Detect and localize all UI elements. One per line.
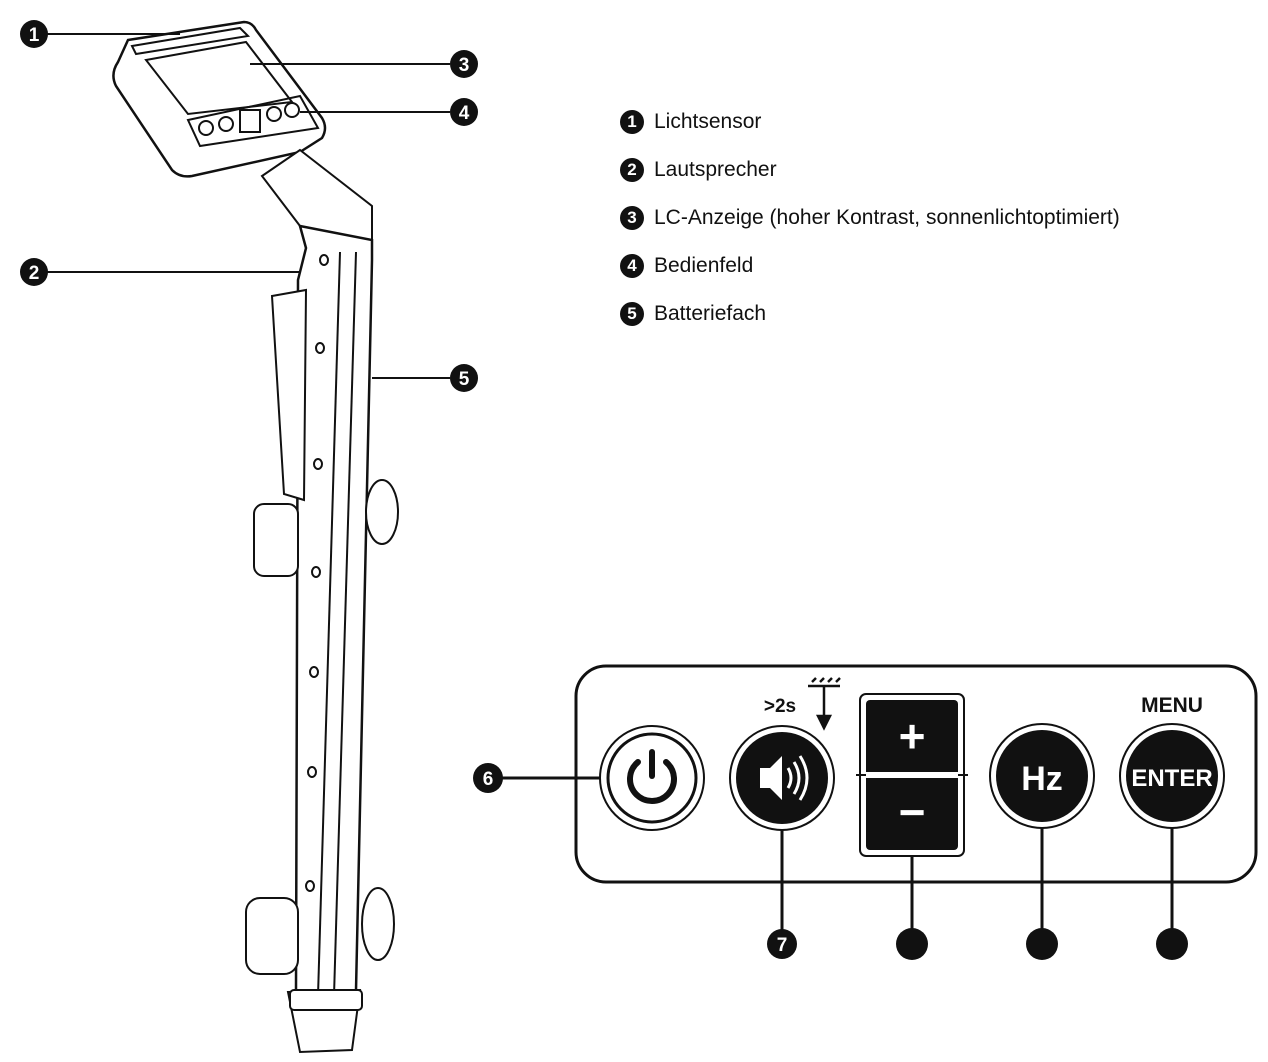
control-panel: >2s + − Hz MENU ENTER — [574, 664, 1258, 884]
callout-7: 7 — [767, 929, 797, 959]
svg-text:7: 7 — [777, 935, 788, 956]
legend-label: Bedienfeld — [654, 254, 754, 277]
callout-2: 2 — [20, 258, 48, 286]
legend-number: 1 — [620, 110, 644, 134]
leader-lines — [46, 33, 450, 379]
svg-text:3: 3 — [459, 55, 470, 76]
callout-1: 1 — [20, 20, 48, 48]
legend: 1 Lichtsensor 2 Lautsprecher 3 LC-Anzeig… — [620, 98, 1120, 338]
plus-button[interactable]: + — [899, 710, 926, 762]
legend-item: 4 Bedienfeld — [620, 242, 1120, 290]
speaker-icon — [760, 755, 809, 801]
volume-button[interactable] — [729, 725, 835, 831]
minus-button[interactable]: − — [899, 786, 926, 838]
legend-label: Lichtsensor — [654, 110, 762, 133]
ground-arrow-icon — [808, 677, 841, 731]
panel-leader-lines — [500, 776, 1174, 930]
legend-item: 3 LC-Anzeige (hoher Kontrast, sonnenlich… — [620, 194, 1120, 242]
legend-number: 2 — [620, 158, 644, 182]
callout-4: 4 — [450, 98, 478, 126]
hold-duration-label: >2s — [764, 696, 796, 717]
power-icon — [627, 749, 677, 804]
legend-label: LC-Anzeige (hoher Kontrast, sonnenlichto… — [654, 206, 1120, 229]
svg-text:ENTER: ENTER — [1131, 765, 1212, 792]
power-button[interactable] — [599, 725, 705, 831]
legend-number: 3 — [620, 206, 644, 230]
enter-button[interactable]: ENTER — [1119, 723, 1225, 829]
callout-dot-rocker — [896, 928, 928, 960]
callout-6: 6 — [473, 763, 503, 793]
menu-label: MENU — [1141, 694, 1203, 717]
callout-dot-enter — [1156, 928, 1188, 960]
svg-text:5: 5 — [459, 369, 470, 390]
legend-number: 4 — [620, 254, 644, 278]
callout-dot-hz — [1026, 928, 1058, 960]
legend-item: 5 Batteriefach — [620, 290, 1120, 338]
legend-item: 1 Lichtsensor — [620, 98, 1120, 146]
svg-text:1: 1 — [29, 25, 40, 46]
plus-minus-rocker[interactable]: + − — [856, 693, 968, 857]
callout-5: 5 — [450, 364, 478, 392]
device-control-buttons — [198, 102, 300, 136]
svg-text:4: 4 — [459, 103, 470, 124]
legend-item: 2 Lautsprecher — [620, 146, 1120, 194]
svg-text:6: 6 — [483, 769, 494, 790]
svg-text:2: 2 — [29, 263, 40, 284]
hz-button[interactable]: Hz — [989, 723, 1095, 829]
legend-number: 5 — [620, 302, 644, 326]
locator-device — [112, 20, 399, 1054]
svg-text:Hz: Hz — [1021, 760, 1063, 798]
legend-label: Batteriefach — [654, 302, 767, 325]
callout-3: 3 — [450, 50, 478, 78]
legend-label: Lautsprecher — [654, 158, 777, 181]
